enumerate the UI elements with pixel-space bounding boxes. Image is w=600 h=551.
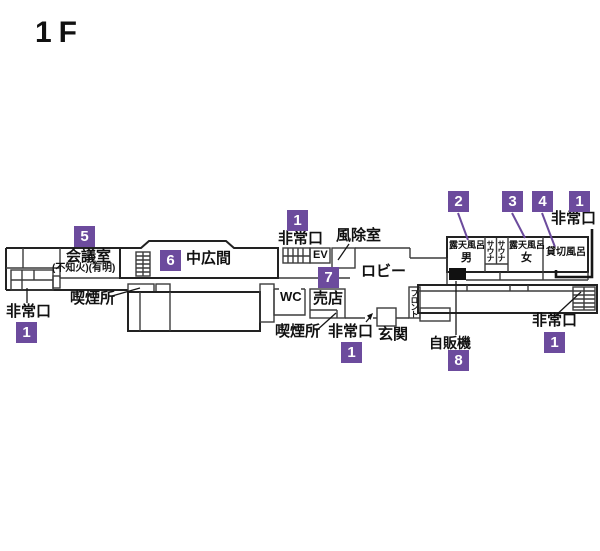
windbreak-room-box xyxy=(331,247,356,269)
label-outdoor-bath-men-gender: 男 xyxy=(461,252,472,264)
label-emergency-exit-left: 非常口 xyxy=(6,303,52,320)
label-elevator: EV xyxy=(313,249,328,261)
label-outdoor-bath-men: 露天風呂 xyxy=(449,240,486,250)
badge-3-outdoor-bath-women: 3 xyxy=(502,191,523,212)
badge-1-exit-top: 1 xyxy=(287,210,308,231)
label-emergency-exit-bottom-middle: 非常口 xyxy=(328,323,374,340)
stairs-icon xyxy=(135,251,151,277)
badge-4-private-bath: 4 xyxy=(532,191,553,212)
label-emergency-exit-bottom-right: 非常口 xyxy=(532,312,578,329)
label-wc: WC xyxy=(280,289,302,304)
label-shop: 売店 xyxy=(313,290,344,307)
label-smoking-area-left: 喫煙所 xyxy=(70,290,116,307)
label-smoking-area-bottom: 喫煙所 xyxy=(275,323,321,340)
label-windbreak-room: 風除室 xyxy=(336,227,382,244)
label-outdoor-bath-women-gender: 女 xyxy=(521,252,532,264)
exit-arrow-icon xyxy=(367,313,373,320)
label-lobby: ロビー xyxy=(361,263,407,280)
label-front-desk: フロント xyxy=(410,289,419,317)
badge-6-middle-hall: 6 xyxy=(160,250,181,271)
badge-1-exit-left: 1 xyxy=(16,322,37,343)
vending-machine-marker xyxy=(449,268,466,280)
front-desk-box xyxy=(408,286,421,319)
label-private-bath: 貸切風呂 xyxy=(546,247,586,258)
label-emergency-exit-top-right: 非常口 xyxy=(551,210,597,227)
entrance-box xyxy=(376,307,397,327)
middle-hall-walls xyxy=(119,240,279,279)
stairs-icon xyxy=(572,286,596,311)
elevator-box xyxy=(309,247,331,264)
label-meeting-room: 会議室 xyxy=(66,248,112,265)
stairs-icon xyxy=(282,247,311,264)
entrance-walls xyxy=(345,286,451,327)
long-building-walls xyxy=(417,281,598,335)
label-middle-hall: 中広間 xyxy=(186,250,232,267)
label-sauna-1: サウナ xyxy=(486,240,495,261)
left-wing-walls xyxy=(5,247,128,303)
label-sauna-2: サウナ xyxy=(497,240,506,261)
label-emergency-exit-top: 非常口 xyxy=(278,230,324,247)
badge-8-vending: 8 xyxy=(448,350,469,371)
label-vending-machine: 自販機 xyxy=(429,335,471,351)
badge-leader-lines xyxy=(457,212,556,248)
label-meeting-room-rooms: (不知火)(有明) xyxy=(52,263,116,274)
badge-7-shop: 7 xyxy=(318,267,339,288)
badge-1-exit-bottom-right: 1 xyxy=(544,332,565,353)
badge-2-outdoor-bath-men: 2 xyxy=(448,191,469,212)
floor-title: 1F xyxy=(35,16,85,49)
label-entrance: 玄関 xyxy=(378,326,409,343)
top-middle-walls xyxy=(282,243,447,269)
badge-1-exit-bottom-middle: 1 xyxy=(341,342,362,363)
badge-1-exit-top-right: 1 xyxy=(569,191,590,212)
lower-block-walls xyxy=(111,283,346,332)
label-outdoor-bath-women: 露天風呂 xyxy=(509,240,546,250)
badge-5-meeting-room: 5 xyxy=(74,226,95,247)
exit-path xyxy=(554,229,594,279)
bath-block-walls xyxy=(446,229,594,285)
